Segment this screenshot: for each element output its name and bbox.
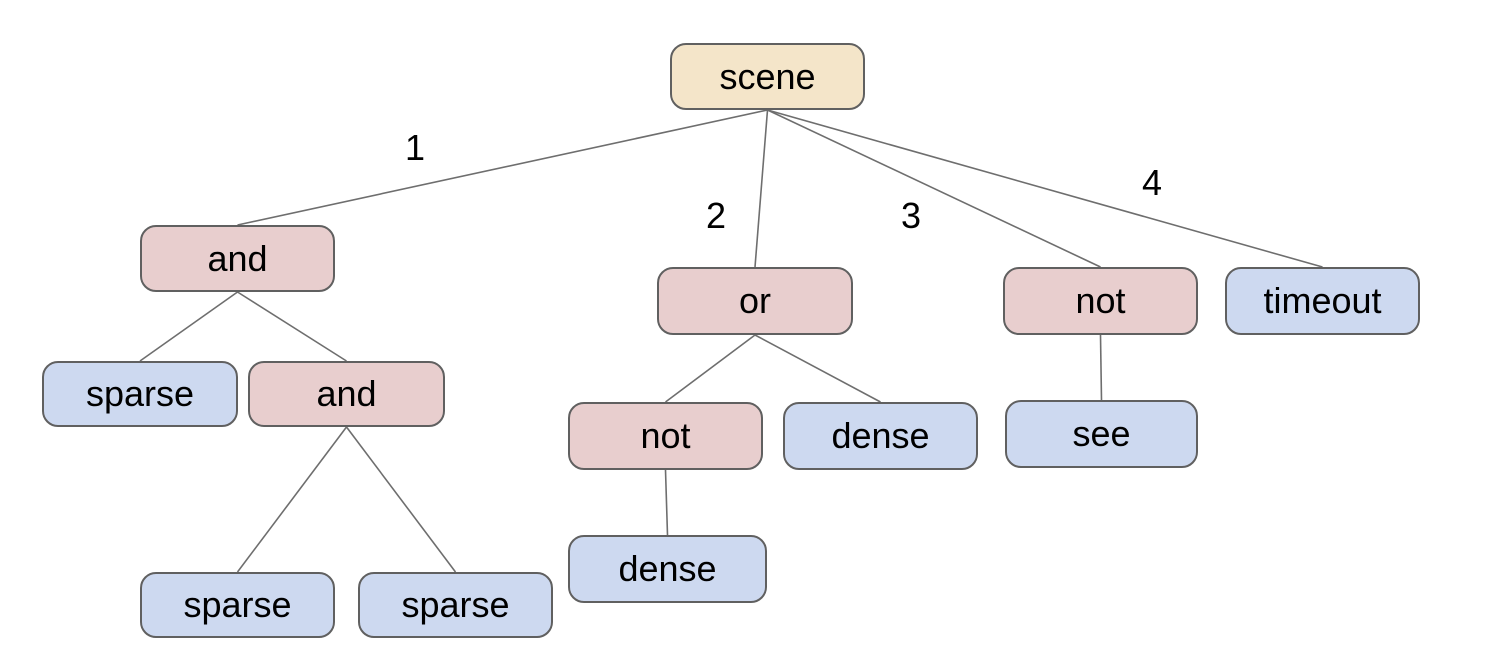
node-dense-2: dense: [568, 535, 767, 603]
edge-not-2-to-dense-2: [664, 469, 669, 536]
node-sparse-2: sparse: [140, 572, 335, 638]
edge-scene-to-or-1: [754, 109, 769, 268]
node-or-1: or: [657, 267, 853, 335]
edge-scene-to-timeout-1: [767, 109, 1323, 268]
edge-label-1: 1: [404, 127, 426, 168]
edge-and-1-to-and-2: [237, 291, 347, 362]
edge-and-2-to-sparse-2: [236, 426, 348, 573]
edge-and-1-to-sparse-1: [139, 291, 238, 362]
node-not-1: not: [1003, 267, 1198, 335]
node-see-1: see: [1005, 400, 1198, 468]
node-sparse-1: sparse: [42, 361, 238, 427]
edge-and-2-to-sparse-3: [345, 426, 457, 573]
edge-label-2: 2: [705, 195, 727, 236]
node-and-2: and: [248, 361, 445, 427]
node-timeout-1: timeout: [1225, 267, 1420, 335]
node-dense-1: dense: [783, 402, 978, 470]
node-sparse-3: sparse: [358, 572, 553, 638]
edge-scene-to-not-1: [767, 109, 1101, 268]
node-scene: scene: [670, 43, 865, 110]
edge-scene-to-and-1: [237, 109, 768, 226]
edge-label-4: 4: [1141, 162, 1163, 203]
edge-not-1-to-see-1: [1099, 334, 1103, 401]
node-not-2: not: [568, 402, 763, 470]
edge-or-1-to-dense-1: [754, 334, 881, 403]
node-and-1: and: [140, 225, 335, 292]
edge-label-3: 3: [900, 195, 922, 236]
edge-or-1-to-not-2: [665, 334, 756, 403]
